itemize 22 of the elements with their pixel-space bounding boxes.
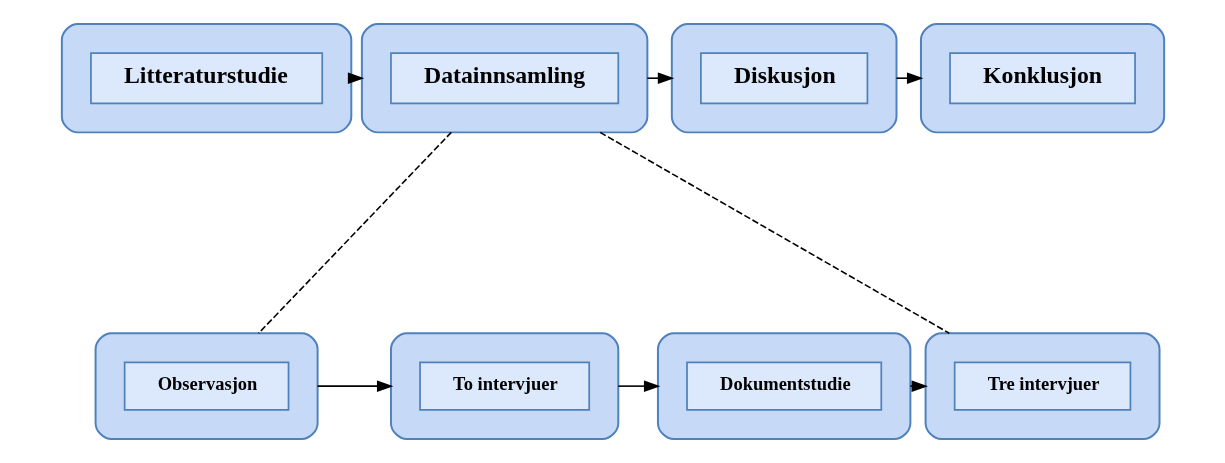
cluster: [670, 23, 897, 134]
arrow: [617, 380, 660, 392]
node-box: Dokumentstudie: [685, 361, 882, 411]
arrow: [646, 72, 674, 84]
connector: [257, 131, 452, 335]
node-box: To intervjuer: [418, 361, 590, 411]
node-box: Observasjon: [123, 361, 289, 411]
cluster: [919, 23, 1165, 134]
cluster: [389, 332, 619, 440]
cluster: [360, 23, 648, 134]
cluster: [94, 332, 319, 440]
connector: [598, 131, 950, 335]
node-box: Diskusjon: [699, 52, 868, 105]
node-box: Datainnsamling: [389, 52, 619, 105]
node-box: Konklusjon: [948, 52, 1136, 105]
node-box: Litteraturstudie: [89, 52, 323, 105]
arrow: [316, 380, 393, 392]
cluster: [60, 23, 352, 134]
node-box: Tre intervjuer: [953, 361, 1131, 411]
cluster: [924, 332, 1160, 440]
arrow: [895, 72, 923, 84]
arrow: [909, 380, 928, 392]
